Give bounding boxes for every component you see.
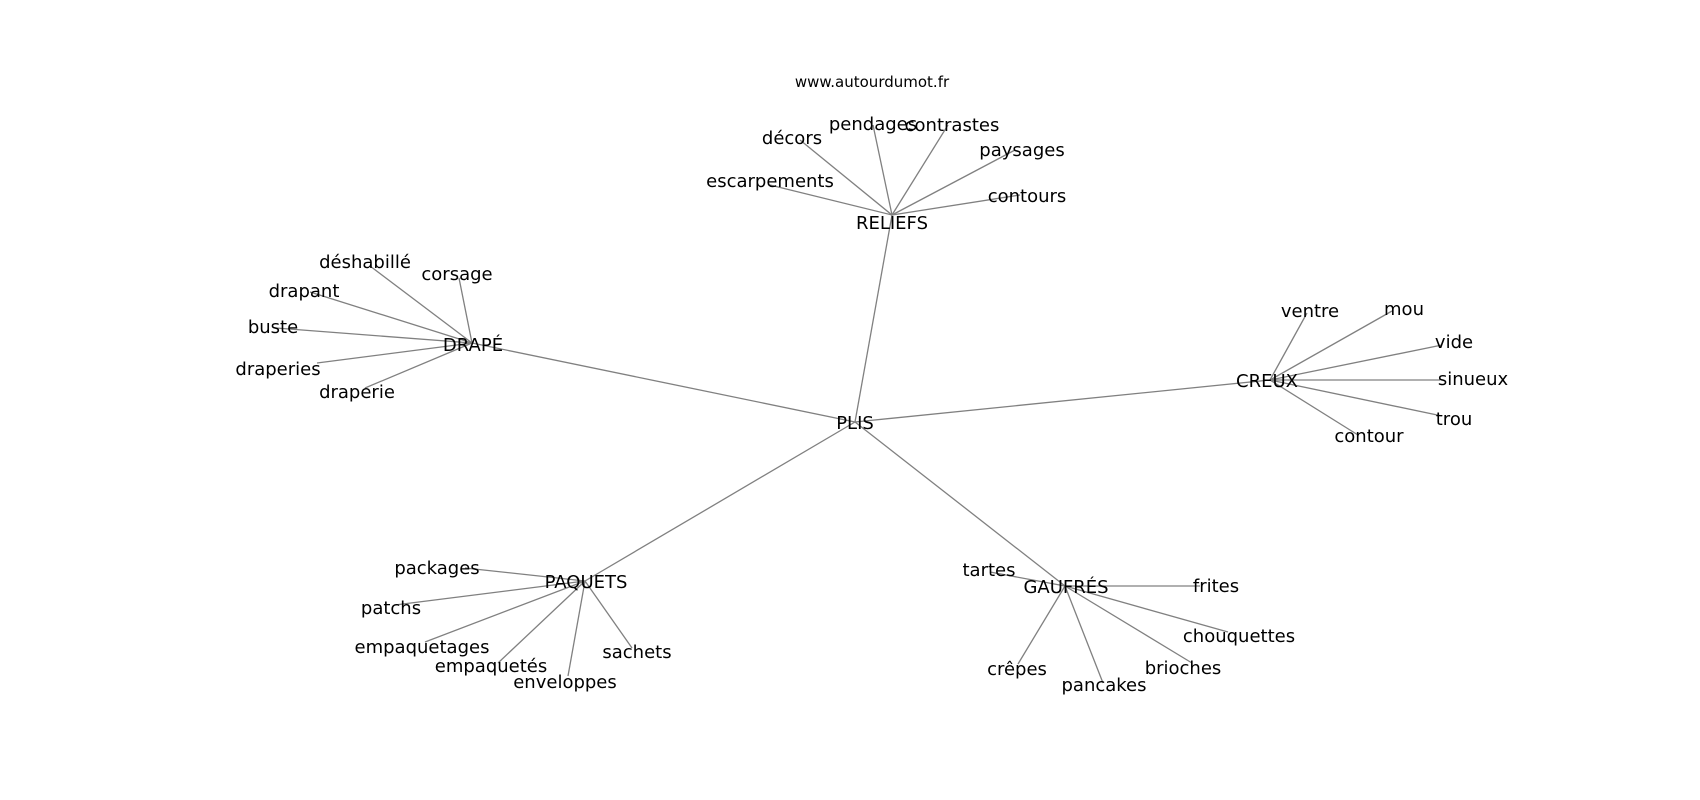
leaf-node-label-reliefs-5: contours: [988, 186, 1067, 207]
edge-gaufres-word-2: [1064, 585, 1229, 633]
leaf-node-label-reliefs-2: contrastes: [905, 115, 1000, 136]
edge-drape-word-3: [275, 327, 473, 344]
edge-gaufres-word-3: [1064, 585, 1193, 664]
leaf-node-label-creux-5: contour: [1334, 426, 1404, 447]
edge-plis-paquets: [584, 421, 856, 582]
leaf-node-label-drape-0: déshabillé: [319, 252, 411, 273]
leaf-node-label-reliefs-0: décors: [762, 128, 822, 149]
edge-paquets-word-2: [424, 580, 586, 643]
leaf-node-label-gaufres-0: tartes: [963, 560, 1016, 581]
edge-plis-reliefs: [854, 214, 893, 423]
leaf-node-label-gaufres-5: crêpes: [987, 659, 1047, 680]
edge-creux-word-4: [1269, 379, 1443, 417]
leaf-node-label-paquets-5: sachets: [602, 642, 671, 663]
edge-plis-gaufres: [854, 421, 1066, 587]
edge-reliefs-word-3: [891, 149, 1016, 216]
leaf-node-label-drape-3: buste: [248, 317, 298, 338]
edge-paquets-word-3: [497, 580, 586, 664]
edge-paquets-word-4: [567, 580, 586, 677]
leaf-node-label-gaufres-3: brioches: [1145, 658, 1222, 679]
leaf-node-label-paquets-2: empaquetages: [355, 637, 490, 658]
leaf-node-label-creux-2: vide: [1435, 332, 1473, 353]
edge-creux-word-5: [1269, 379, 1359, 436]
leaf-node-label-gaufres-4: pancakes: [1061, 675, 1146, 696]
edge-creux-word-2: [1269, 344, 1443, 381]
leaf-node-label-paquets-4: enveloppes: [513, 672, 617, 693]
edge-gaufres-word-5: [1017, 585, 1066, 665]
edge-paquets-word-5: [584, 580, 633, 649]
leaf-node-label-drape-5: draperie: [319, 382, 395, 403]
leaf-node-label-paquets-1: patchs: [361, 598, 421, 619]
edge-creux-word-0: [1269, 312, 1308, 381]
edge-drape-word-2: [309, 291, 473, 344]
leaf-node-label-creux-3: sinueux: [1438, 369, 1509, 390]
edge-reliefs-word-5: [891, 194, 1021, 216]
leaf-node-label-reliefs-1: pendages: [829, 114, 917, 135]
edge-paquets-word-1: [394, 580, 586, 606]
edge-drape-word-4: [316, 342, 473, 364]
hub-node-label-reliefs: RELIEFS: [856, 213, 928, 234]
edge-reliefs-word-0: [799, 139, 893, 216]
leaf-node-label-creux-4: trou: [1436, 409, 1472, 430]
leaf-node-label-paquets-0: packages: [394, 558, 479, 579]
hub-node-label-gaufres: GAUFRÉS: [1023, 576, 1108, 598]
leaf-node-label-paquets-3: empaquetés: [435, 656, 547, 677]
leaf-node-label-creux-0: ventre: [1281, 301, 1339, 322]
source-credit: www.autourdumot.fr: [795, 73, 950, 91]
edge-gaufres-word-0: [989, 571, 1066, 587]
edge-paquets-word-0: [464, 567, 586, 582]
center-node-label: PLIS: [836, 413, 874, 434]
edge-reliefs-word-4: [769, 184, 893, 216]
edge-drape-word-0: [369, 265, 473, 344]
leaf-node-label-drape-2: drapant: [269, 281, 340, 302]
leaf-node-label-gaufres-2: chouquettes: [1183, 626, 1295, 647]
leaf-node-label-gaufres-1: frites: [1193, 576, 1239, 597]
leaf-node-label-drape-1: corsage: [421, 264, 492, 285]
edge-reliefs-word-2: [891, 124, 949, 216]
leaf-node-label-creux-1: mou: [1384, 299, 1424, 320]
leaf-node-label-reliefs-4: escarpements: [706, 171, 834, 192]
edge-drape-word-1: [458, 277, 473, 344]
edge-plis-drape: [471, 342, 856, 423]
leaf-node-label-reliefs-3: paysages: [979, 140, 1064, 161]
edge-plis-creux: [854, 379, 1271, 423]
hub-node-label-paquets: PAQUETS: [545, 572, 628, 593]
edge-gaufres-word-4: [1064, 585, 1104, 684]
edge-reliefs-word-1: [872, 124, 893, 216]
hub-node-label-creux: CREUX: [1236, 371, 1298, 392]
hub-node-label-drape: DRAPÉ: [443, 334, 503, 356]
leaf-node-label-drape-4: draperies: [235, 359, 320, 380]
edge-drape-word-5: [364, 342, 473, 389]
edge-creux-word-1: [1269, 310, 1393, 381]
edges-layer: [275, 124, 1443, 684]
